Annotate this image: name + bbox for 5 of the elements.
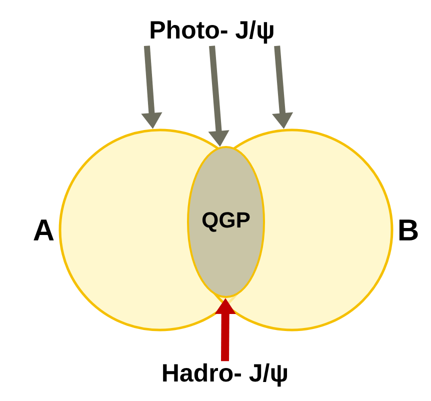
label-text: Photo- J/ψ xyxy=(150,20,274,44)
lens-region: QGP xyxy=(187,146,265,298)
node-label: A xyxy=(34,220,54,240)
node-label: B xyxy=(399,220,418,240)
label-text: Hadro- J/ψ xyxy=(163,363,287,387)
